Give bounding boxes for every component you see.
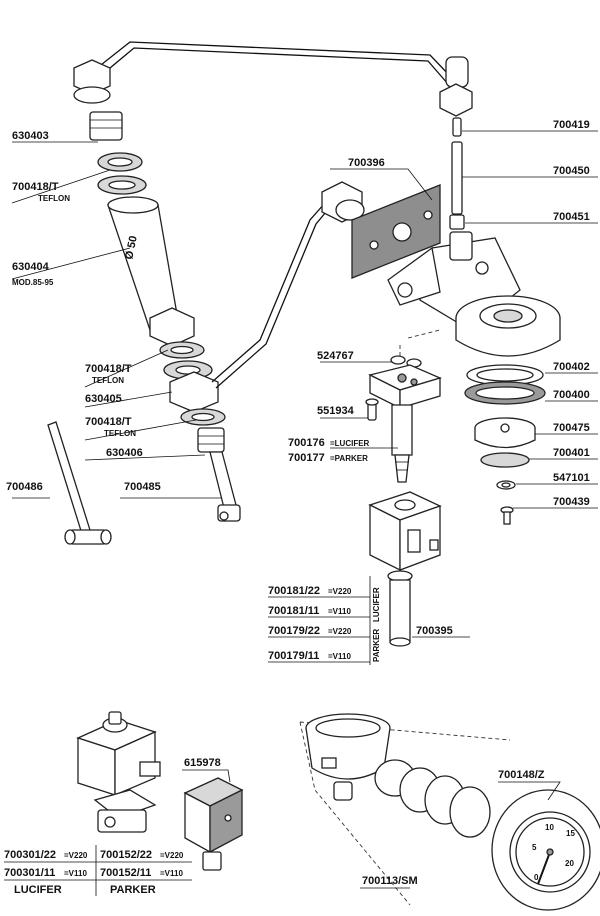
table-footer-parker: PARKER bbox=[110, 884, 156, 896]
leader-lines bbox=[11, 130, 598, 889]
label-parker-suffix: =PARKER bbox=[330, 454, 368, 463]
label-615978: 615978 bbox=[184, 757, 221, 769]
lower-nut bbox=[149, 307, 195, 347]
table-right-row2-suffix: =V110 bbox=[160, 869, 183, 878]
gauge-num-20: 20 bbox=[565, 859, 574, 868]
label-v220-b: =V220 bbox=[328, 627, 352, 636]
label-524767: 524767 bbox=[317, 350, 354, 362]
fitting-630406 bbox=[197, 427, 225, 453]
gauge-num-15: 15 bbox=[566, 829, 575, 838]
label-700418t-a: 700418/T bbox=[12, 181, 59, 193]
label-v220-a: =V220 bbox=[328, 587, 352, 596]
spec-table-lines bbox=[4, 845, 192, 896]
label-700402: 700402 bbox=[553, 361, 590, 373]
gauge-num-0: 0 bbox=[534, 873, 539, 882]
portafilter-gauge: 0 5 10 15 20 bbox=[299, 713, 600, 911]
label-teflon-b: TEFLON bbox=[92, 376, 124, 385]
fitting-630403 bbox=[89, 111, 123, 141]
gauge-num-5: 5 bbox=[532, 843, 537, 852]
connector-615978 bbox=[183, 777, 244, 871]
solenoid-coil bbox=[368, 491, 442, 647]
label-630403: 630403 bbox=[12, 130, 49, 142]
label-lucifer-suffix: =LUCIFER bbox=[330, 439, 370, 448]
label-diameter: Ø 50 bbox=[123, 235, 140, 261]
label-700401: 700401 bbox=[553, 447, 590, 459]
table-left-row1: 700301/22 bbox=[4, 849, 56, 861]
label-700177: 700177 bbox=[288, 452, 325, 464]
label-630404: 630404 bbox=[12, 261, 50, 273]
label-teflon-c: TEFLON bbox=[104, 429, 136, 438]
bottom-solenoid-valve bbox=[76, 711, 161, 833]
label-700400: 700400 bbox=[553, 389, 590, 401]
label-700113sm: 700113/SM bbox=[362, 875, 418, 887]
top-nut bbox=[73, 59, 111, 95]
table-left-row1-suffix: =V220 bbox=[64, 851, 88, 860]
label-mod: MOD.85-95 bbox=[12, 278, 54, 287]
label-700475: 700475 bbox=[553, 422, 590, 434]
label-700181-11: 700181/11 bbox=[268, 605, 319, 617]
label-700486: 700486 bbox=[6, 481, 43, 493]
gasket-700396 bbox=[351, 184, 441, 279]
left-tube-assembly bbox=[73, 59, 241, 522]
label-630406: 630406 bbox=[106, 447, 143, 459]
label-700485: 700485 bbox=[124, 481, 161, 493]
group-head-assembly bbox=[387, 56, 561, 525]
label-700396: 700396 bbox=[348, 157, 385, 169]
valve-body-700176 bbox=[365, 355, 442, 483]
label-v110-b: =V110 bbox=[328, 652, 351, 661]
table-left-row2-suffix: =V110 bbox=[64, 869, 87, 878]
label-551934: 551934 bbox=[317, 405, 355, 417]
table-right-row1-suffix: =V220 bbox=[160, 851, 184, 860]
table-left-row2: 700301/11 bbox=[4, 867, 55, 879]
table-right-row2: 700152/11 bbox=[100, 867, 151, 879]
table-right-row1: 700152/22 bbox=[100, 849, 152, 861]
label-700181-22: 700181/22 bbox=[268, 585, 320, 597]
wand-700486 bbox=[47, 421, 112, 545]
label-700450: 700450 bbox=[553, 165, 590, 177]
label-700418t-b: 700418/T bbox=[85, 363, 132, 375]
label-teflon-a: TEFLON bbox=[38, 194, 70, 203]
nut-630405 bbox=[169, 371, 219, 413]
label-700451: 700451 bbox=[553, 211, 590, 223]
label-700176: 700176 bbox=[288, 437, 325, 449]
label-700179-11: 700179/11 bbox=[268, 650, 319, 662]
label-547101: 547101 bbox=[553, 472, 590, 484]
label-v110-a: =V110 bbox=[328, 607, 351, 616]
label-630405: 630405 bbox=[85, 393, 122, 405]
label-700148z: 700148/Z bbox=[498, 769, 545, 781]
gauge-num-10: 10 bbox=[545, 823, 554, 832]
label-700395: 700395 bbox=[416, 625, 453, 637]
table-footer-lucifer: LUCIFER bbox=[14, 884, 62, 896]
label-700439: 700439 bbox=[553, 496, 590, 508]
label-700419: 700419 bbox=[553, 119, 590, 131]
label-700179-22: 700179/22 bbox=[268, 625, 320, 637]
label-lucifer-vertical: LUCIFER bbox=[372, 587, 381, 622]
elbow-700485 bbox=[209, 451, 237, 509]
label-700418t-c: 700418/T bbox=[85, 416, 132, 428]
upper-pipe bbox=[91, 41, 453, 85]
middle-pipe bbox=[211, 181, 365, 389]
label-parker-vertical: PARKER bbox=[372, 629, 381, 662]
